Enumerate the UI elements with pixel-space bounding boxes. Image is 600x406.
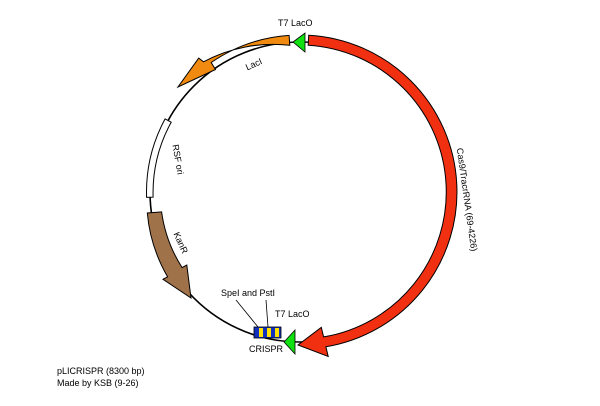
rsf-ori-feature bbox=[146, 118, 172, 198]
laci-label: LacI bbox=[244, 56, 264, 72]
crispr-label: CRISPR bbox=[249, 344, 284, 354]
t7-laco-bottom-promoter-arrow bbox=[283, 328, 296, 356]
psti-leader-line bbox=[265, 299, 269, 328]
crispr-array-feature bbox=[253, 326, 282, 339]
plasmid-name-text: pLICRISPR (8300 bp) bbox=[57, 366, 145, 376]
t7-laco-top-label: T7 LacO bbox=[278, 18, 313, 28]
cas9-tracrrna-label: Cas9/TracrRNA (69-4226) bbox=[455, 147, 479, 252]
kanr-feature-arrow bbox=[146, 211, 192, 300]
t7-laco-top-promoter-arrow bbox=[292, 32, 306, 53]
spei-leader-line bbox=[235, 299, 259, 328]
laci-feature-arrow bbox=[176, 34, 291, 89]
kanr-label: KanR bbox=[172, 230, 190, 255]
t7-laco-bottom-label: T7 LacO bbox=[275, 309, 310, 319]
cas9-feature-arrow bbox=[296, 34, 458, 358]
spei-psti-label: SpeI and PstI bbox=[221, 288, 275, 298]
rsf-ori-label: RSF ori bbox=[170, 144, 185, 176]
plasmid-credit-text: Made by KSB (9-26) bbox=[57, 378, 139, 388]
